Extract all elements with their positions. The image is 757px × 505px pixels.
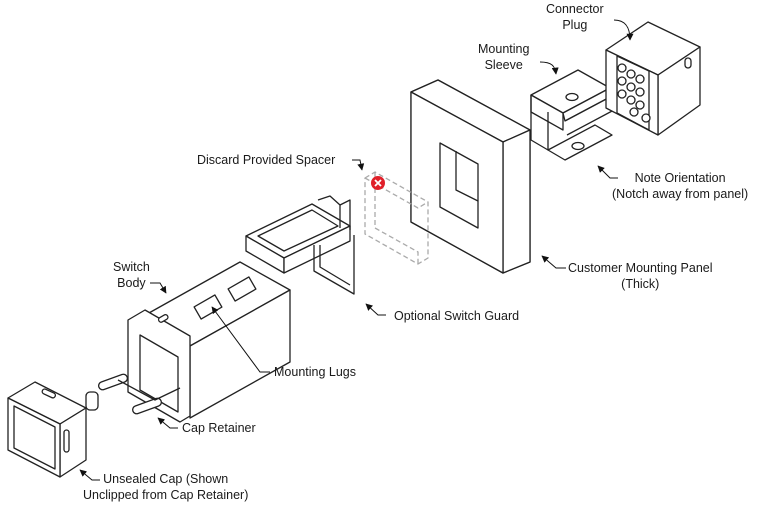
label-line: Switch <box>113 260 150 274</box>
leader-unsealed-cap <box>79 469 100 481</box>
label-customer-panel: Customer Mounting Panel (Thick) <box>568 260 713 292</box>
label-cap-retainer: Cap Retainer <box>182 421 256 435</box>
leader-connector-plug <box>613 19 634 41</box>
leader-mounting-sleeve <box>539 61 559 75</box>
label-line: Connector <box>546 2 604 16</box>
label-mounting-sleeve: Mounting Sleeve <box>478 41 529 73</box>
customer-mounting-panel <box>410 79 531 274</box>
label-line: (Thick) <box>621 277 660 291</box>
label-line: Body <box>117 276 146 290</box>
cap-retainer <box>98 373 181 415</box>
label-connector-plug: Connector Plug <box>546 1 604 33</box>
leader-cap-retainer <box>157 417 178 429</box>
label-note-orientation: Note Orientation (Notch away from panel) <box>612 170 748 202</box>
label-switch-body: Switch Body <box>113 259 150 291</box>
leader-switch-body <box>150 282 167 294</box>
discard-marker-icon <box>371 176 385 190</box>
label-line: (Notch away from panel) <box>612 187 749 201</box>
optional-switch-guard <box>245 195 355 295</box>
label-line: Mounting <box>478 42 530 56</box>
label-mounting-lugs: Mounting Lugs <box>274 365 357 379</box>
label-line: Note Orientation <box>634 171 726 185</box>
label-unsealed-cap: Unsealed Cap (Shown Unclipped from Cap R… <box>83 471 248 503</box>
label-line: Sleeve <box>484 58 523 72</box>
leader-mounting-lugs <box>211 306 270 373</box>
unsealed-cap <box>7 381 99 478</box>
leader-customer-panel <box>541 255 566 269</box>
label-line: Unclipped from Cap Retainer) <box>83 488 249 502</box>
label-line: Plug <box>562 18 588 32</box>
label-switch-guard: Optional Switch Guard <box>394 309 520 323</box>
label-line: Unsealed Cap (Shown <box>103 472 229 486</box>
leader-switch-guard <box>365 303 386 316</box>
leader-discard-spacer <box>352 159 365 171</box>
label-line: Customer Mounting Panel <box>568 261 713 275</box>
label-discard-spacer: Discard Provided Spacer <box>197 153 336 167</box>
leader-note-orientation <box>597 165 618 179</box>
connector-plug <box>605 21 701 136</box>
